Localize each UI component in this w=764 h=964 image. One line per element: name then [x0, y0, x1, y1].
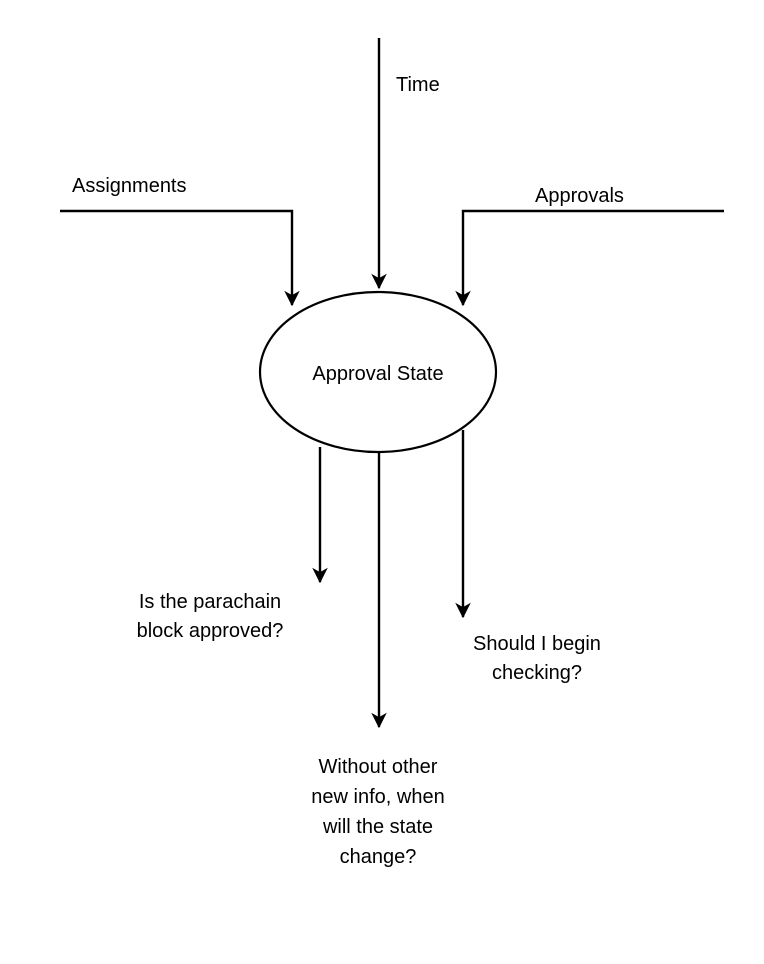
output-label-state-change-line3: will the state [322, 816, 433, 838]
input-label-time: Time [396, 74, 440, 96]
output-label-state-change-line1: Without other [319, 756, 438, 778]
output-label-begin-checking-line2: checking? [492, 662, 582, 684]
output-label-parachain-approved-line1: Is the parachain [139, 591, 281, 613]
input-label-approvals: Approvals [535, 185, 624, 207]
output-label-parachain-approved-line2: block approved? [137, 620, 284, 642]
output-label-state-change-line4: change? [340, 846, 417, 868]
edge-approvals-to-approval-state [455, 209, 724, 307]
approval-state-node-label: Approval State [312, 363, 443, 385]
edge-assignments-to-approval-state [60, 209, 300, 307]
output-label-state-change-line2: new info, when [311, 786, 444, 808]
output-label-begin-checking-line1: Should I begin [473, 633, 601, 655]
input-label-assignments: Assignments [72, 175, 187, 197]
